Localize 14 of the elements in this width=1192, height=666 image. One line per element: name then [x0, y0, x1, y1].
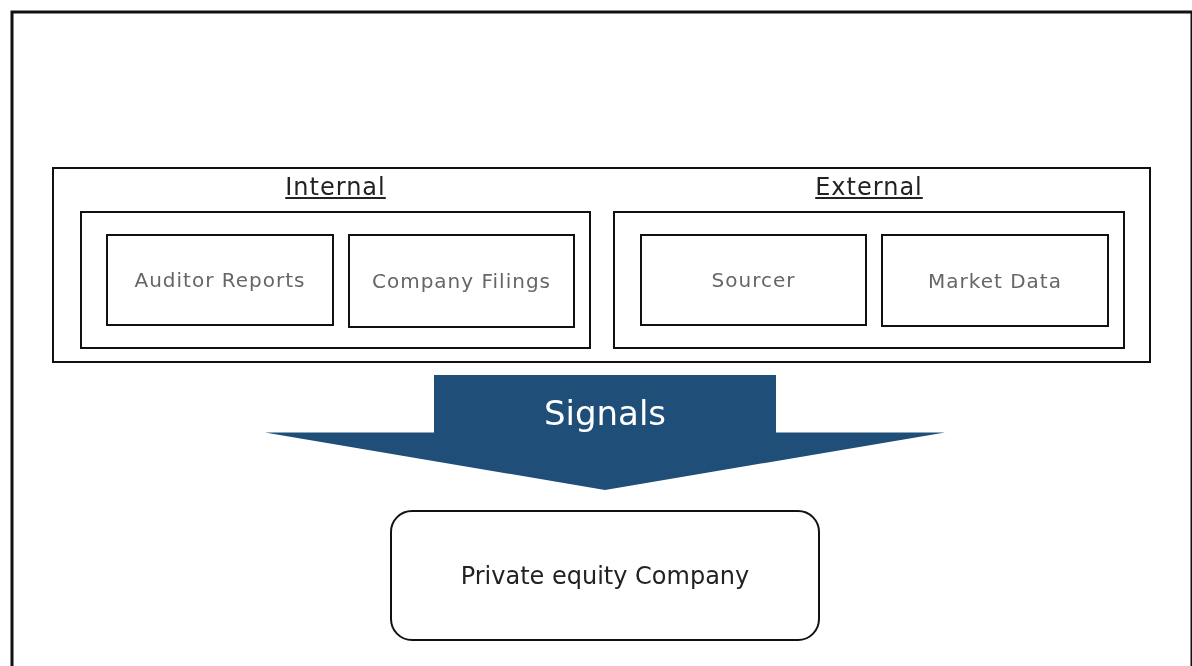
container-box	[52, 167, 1151, 363]
source-label: Company Filings	[372, 268, 551, 295]
edge-label: Signals	[543, 392, 667, 433]
group-heading: External	[815, 173, 923, 201]
source-box	[106, 234, 334, 326]
group-heading: Internal	[285, 173, 386, 201]
source-box	[881, 234, 1109, 327]
source-label: Auditor Reports	[134, 267, 306, 294]
company-box	[390, 510, 820, 641]
source-box	[348, 234, 575, 328]
source-label: Market Data	[928, 267, 1062, 295]
source-label: Sourcer	[711, 267, 796, 294]
company-label: Private equity Company	[460, 561, 750, 590]
source-box	[640, 234, 867, 326]
